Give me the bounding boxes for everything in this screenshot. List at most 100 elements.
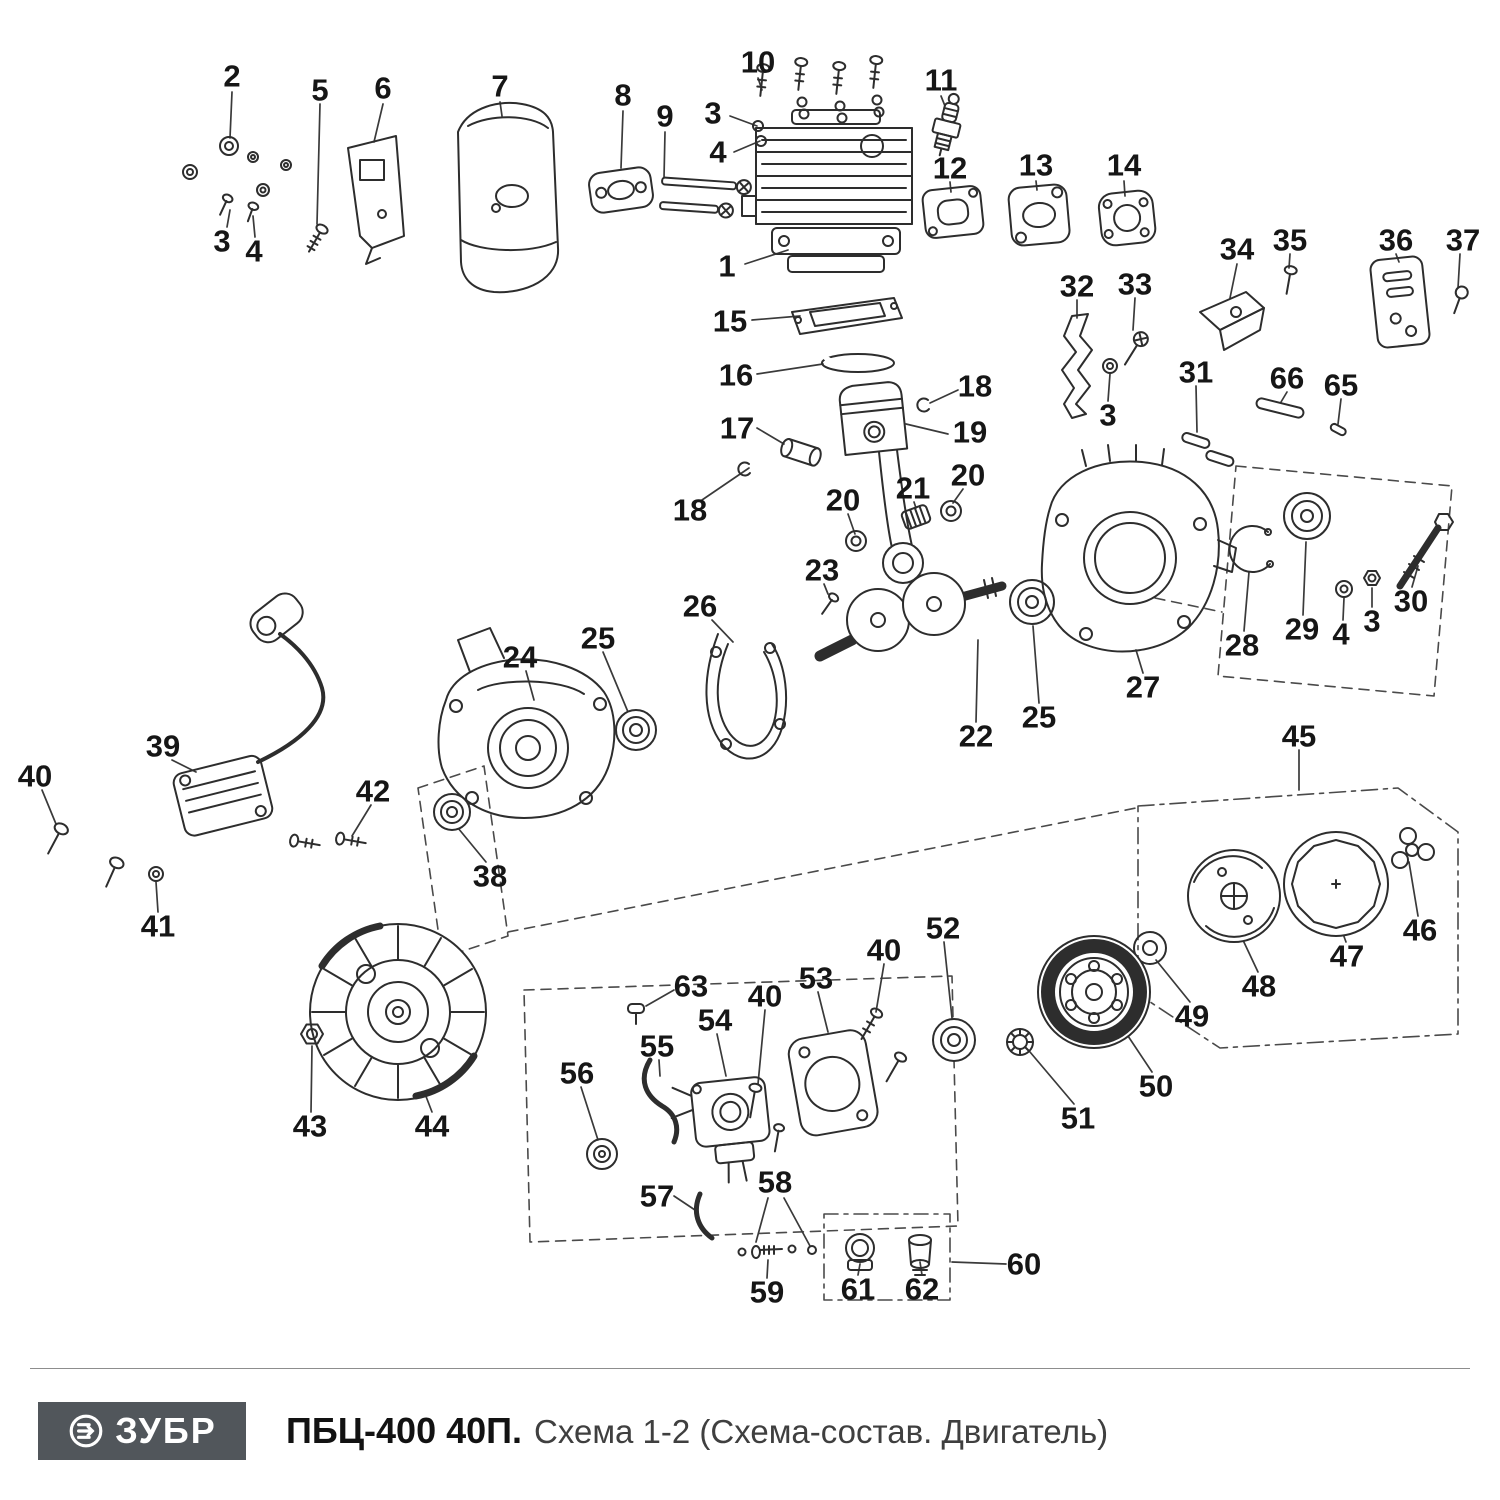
zubr-logo-icon [69,1414,103,1448]
part-label-45: 45 [1281,718,1317,754]
part-label-66: 66 [1269,360,1305,396]
part-label-60: 60 [1006,1246,1042,1282]
part-35-screw [1283,265,1298,295]
part-37-screw [1453,285,1469,315]
footer-divider [30,1368,1470,1369]
part-label-26: 26 [682,588,718,624]
part-label-15: 15 [712,303,748,339]
part-18-clips [737,397,930,477]
part-label-65: 65 [1323,367,1359,403]
part-label-49: 49 [1174,998,1210,1034]
part-8-gasket [588,166,654,214]
part-40-screws-mid [860,1007,908,1083]
part-42-screws [289,831,367,849]
part-12-gasket [921,185,985,239]
part-7-muffler-cover [457,101,560,294]
part-15-gasket [791,297,903,335]
part-57-hose [694,1191,715,1241]
part-52-washer [932,1018,976,1062]
part-19-piston [838,381,909,456]
part-33-screw [1123,331,1149,366]
part-label-17: 17 [719,410,755,446]
part-61-primer [845,1233,875,1271]
part-label-21: 21 [895,470,931,506]
part-label-14: 14 [1106,147,1142,183]
part-label-18: 18 [957,368,993,404]
part-label-29: 29 [1284,611,1320,647]
part-label-3: 3 [704,95,722,131]
part-label-4: 4 [709,134,727,170]
part-label-23: 23 [804,552,840,588]
part-label-54: 54 [697,1002,733,1038]
part-27-crankcase-half [1040,444,1237,653]
part-label-4: 4 [245,233,263,269]
part-36-plate [1369,255,1431,349]
part-label-8: 8 [614,77,632,113]
part-50-clutch-drum [1037,935,1151,1049]
part-label-36: 36 [1378,222,1414,258]
part-label-40: 40 [17,758,53,794]
part-20-washers [845,500,962,552]
part-43-nut [300,1023,324,1045]
part-13-flange [1007,183,1071,247]
part-label-48: 48 [1241,968,1277,1004]
part-label-13: 13 [1018,147,1054,183]
part-label-28: 28 [1224,627,1260,663]
part-label-16: 16 [718,357,754,393]
part-label-63: 63 [673,968,709,1004]
zubr-logo: ЗУБР [38,1402,246,1460]
part-24-crankcase-half [437,627,616,819]
part-label-24: 24 [502,639,538,675]
part-label-61: 61 [840,1271,876,1307]
part-17-piston-pin [780,437,822,467]
model-title: ПБЦ-400 40П. [286,1410,523,1451]
part-label-6: 6 [374,70,392,106]
part-label-4: 4 [1332,616,1350,652]
part-label-3: 3 [1099,397,1117,433]
part-14-gasket [1097,189,1157,247]
part-53-gasket [787,1029,879,1137]
part-label-32: 32 [1059,268,1095,304]
part-label-22: 22 [958,718,994,754]
part-30-bolt [1396,513,1454,590]
part-label-19: 19 [952,414,988,450]
part-56-grommet [586,1138,618,1170]
part-55-fuel-line [641,1057,680,1145]
part-label-5: 5 [311,72,329,108]
part-label-27: 27 [1125,669,1161,705]
hardware-4-3-right [1335,570,1381,598]
hardware-3-washer-mid [1102,358,1118,374]
footer: ЗУБР ПБЦ-400 40П. Схема 1-2 (Схема-соста… [0,1368,1500,1500]
part-label-40: 40 [747,978,783,1014]
part-label-58: 58 [757,1164,793,1200]
part-62-valve [908,1234,932,1276]
part-23-screw [821,592,840,615]
part-25-bearing-left [615,709,657,751]
part-label-35: 35 [1272,222,1308,258]
part-label-2: 2 [223,58,241,94]
part-38-bearing [433,793,471,831]
part-5-screw [306,223,329,253]
part-label-3: 3 [1363,603,1381,639]
part-label-41: 41 [140,908,176,944]
document-title: ПБЦ-400 40П. Схема 1-2 (Схема-состав. Дв… [286,1410,1108,1452]
part-46-lever [1391,827,1435,869]
part-label-43: 43 [292,1108,328,1144]
diagram-canvas [41,55,1469,1301]
part-66-pin [1255,397,1305,419]
part-48-clutch-shoes [1187,849,1281,943]
part-label-59: 59 [749,1274,785,1310]
part-22-crankshaft [814,572,1007,662]
part-label-39: 39 [145,728,181,764]
part-label-46: 46 [1402,912,1438,948]
part-54-carburetor [670,1076,771,1184]
part-59-screw [737,1244,817,1259]
part-44-flywheel [309,922,487,1101]
part-label-31: 31 [1178,354,1214,390]
part-1-cylinder [741,109,913,273]
part-63-fitting [627,1003,645,1025]
part-label-50: 50 [1138,1068,1174,1104]
part-47-ring [1283,831,1389,937]
